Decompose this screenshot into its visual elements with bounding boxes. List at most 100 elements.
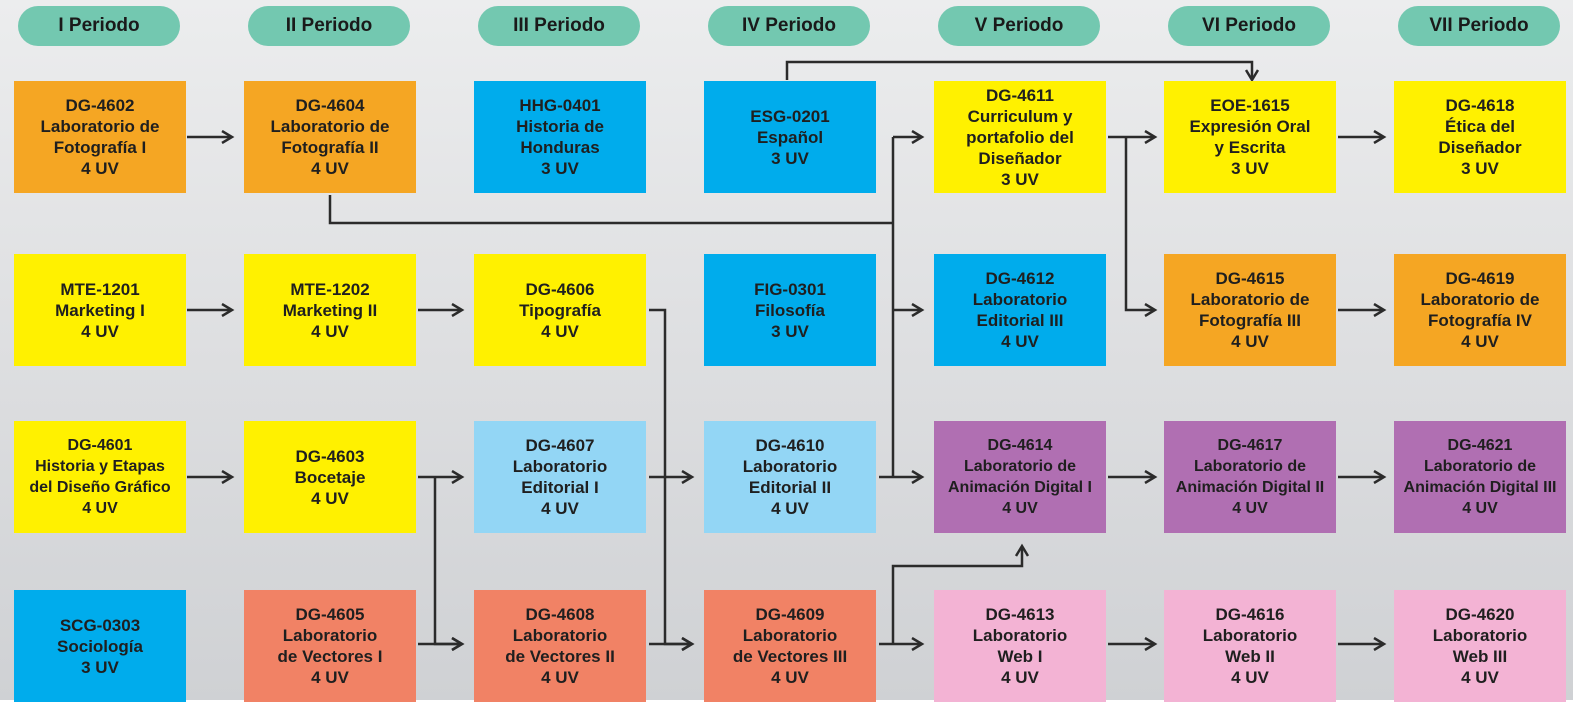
course-name-line: Historia de [516, 117, 604, 136]
period-header-1: I Periodo [18, 6, 180, 46]
course-name-line: Laboratorio de [1190, 290, 1310, 309]
course-credits: 3 UV [771, 321, 809, 341]
course-code: DG-4614 [987, 437, 1053, 454]
course-name-line: Laboratorio [1432, 626, 1528, 645]
arrow-c5-trunk [328, 195, 893, 225]
course-name-line: y Escrita [1214, 138, 1286, 157]
course-name-line: Laboratorio [282, 626, 378, 645]
course-name-line: Laboratorio de [1423, 458, 1536, 475]
course-name-line: de Vectores II [505, 647, 615, 666]
course-code: MTE-1201 [60, 279, 140, 299]
period-header-4: IV Periodo [708, 6, 870, 46]
course-code: ESG-0201 [750, 106, 830, 126]
course-name-line: Sociología [57, 636, 143, 656]
period-header-7: VII Periodo [1398, 6, 1560, 46]
course-code: DG-4604 [295, 96, 365, 115]
course-name-line: Laboratorio de [1193, 458, 1306, 475]
course-name-line: Ética del [1445, 117, 1515, 136]
course-credits: 4 UV [771, 668, 809, 687]
course-name-line: de Vectores III [732, 647, 848, 666]
course-name-line: del Diseño Gráfico [29, 479, 171, 496]
course-code: DG-4601 [67, 437, 133, 454]
course-name-line: Expresión Oral [1189, 117, 1311, 136]
course-code: DG-4619 [1445, 269, 1515, 288]
course-code: DG-4605 [295, 605, 365, 624]
course-code: DG-4607 [525, 436, 595, 455]
course-name-line: Laboratorio [972, 290, 1068, 309]
course-code: SCG-0303 [59, 615, 141, 635]
course-code: DG-4620 [1445, 605, 1515, 624]
course-credits: 4 UV [1461, 668, 1499, 687]
course-name-line: Animación Digital I [947, 479, 1092, 496]
course-credits: 3 UV [541, 159, 579, 178]
arrow-c13-c21 [785, 60, 1252, 80]
course-name-line: Web III [1452, 647, 1508, 666]
course-credits: 4 UV [1001, 332, 1039, 351]
course-name-line: portafolio del [966, 127, 1074, 147]
course-credits: 4 UV [1002, 500, 1038, 517]
course-code: DG-4603 [295, 446, 365, 466]
course-credits: 3 UV [81, 657, 119, 677]
course-name-line: Laboratorio de [270, 117, 390, 136]
course-name-line: Laboratorio de [963, 458, 1076, 475]
course-code: EOE-1615 [1210, 96, 1290, 115]
course-code: DG-4618 [1445, 96, 1515, 115]
course-name-line: Fotografía IV [1428, 311, 1532, 330]
course-credits: 4 UV [1462, 500, 1498, 517]
course-name-line: Editorial II [748, 478, 832, 497]
course-name-line: Bocetaje [294, 467, 366, 487]
course-name-line: Diseñador [1438, 138, 1522, 157]
course-credits: 3 UV [1001, 169, 1039, 189]
course-name-line: Laboratorio de [40, 117, 160, 136]
course-name-line: Diseñador [978, 148, 1062, 168]
course-code: DG-4602 [65, 96, 135, 115]
course-code: HHG-0401 [519, 96, 601, 115]
course-name-line: Web I [997, 647, 1043, 666]
course-credits: 3 UV [771, 148, 809, 168]
course-code: DG-4615 [1215, 269, 1285, 288]
course-name-line: Editorial III [976, 311, 1064, 330]
course-credits: 4 UV [541, 668, 579, 687]
course-credits: 4 UV [81, 159, 119, 178]
course-code: DG-4606 [525, 279, 595, 299]
course-credits: 4 UV [311, 159, 349, 178]
course-name-line: Honduras [520, 138, 600, 157]
course-name-line: Marketing I [55, 300, 145, 320]
course-name-line: Laboratorio [512, 626, 608, 645]
course-credits: 4 UV [82, 500, 118, 517]
course-name-line: Laboratorio de [1420, 290, 1540, 309]
arrow-c7-c12 [433, 477, 462, 644]
course-name-line: Web II [1225, 647, 1275, 666]
period-header-5: V Periodo [938, 6, 1100, 46]
course-name-line: Fotografía III [1199, 311, 1301, 330]
course-credits: 4 UV [771, 499, 809, 518]
course-credits: 4 UV [311, 321, 349, 341]
course-credits: 4 UV [541, 499, 579, 518]
course-name-line: Laboratorio [512, 457, 608, 476]
course-credits: 3 UV [1231, 159, 1269, 178]
period-header-2: II Periodo [248, 6, 410, 46]
course-name-line: Fotografía II [281, 138, 379, 157]
course-code: DG-4609 [755, 605, 825, 624]
course-name-line: Tipografía [519, 300, 601, 320]
course-code: DG-4621 [1447, 437, 1513, 454]
period-header-3: III Periodo [478, 6, 640, 46]
course-name-line: Animación Digital II [1175, 479, 1325, 496]
